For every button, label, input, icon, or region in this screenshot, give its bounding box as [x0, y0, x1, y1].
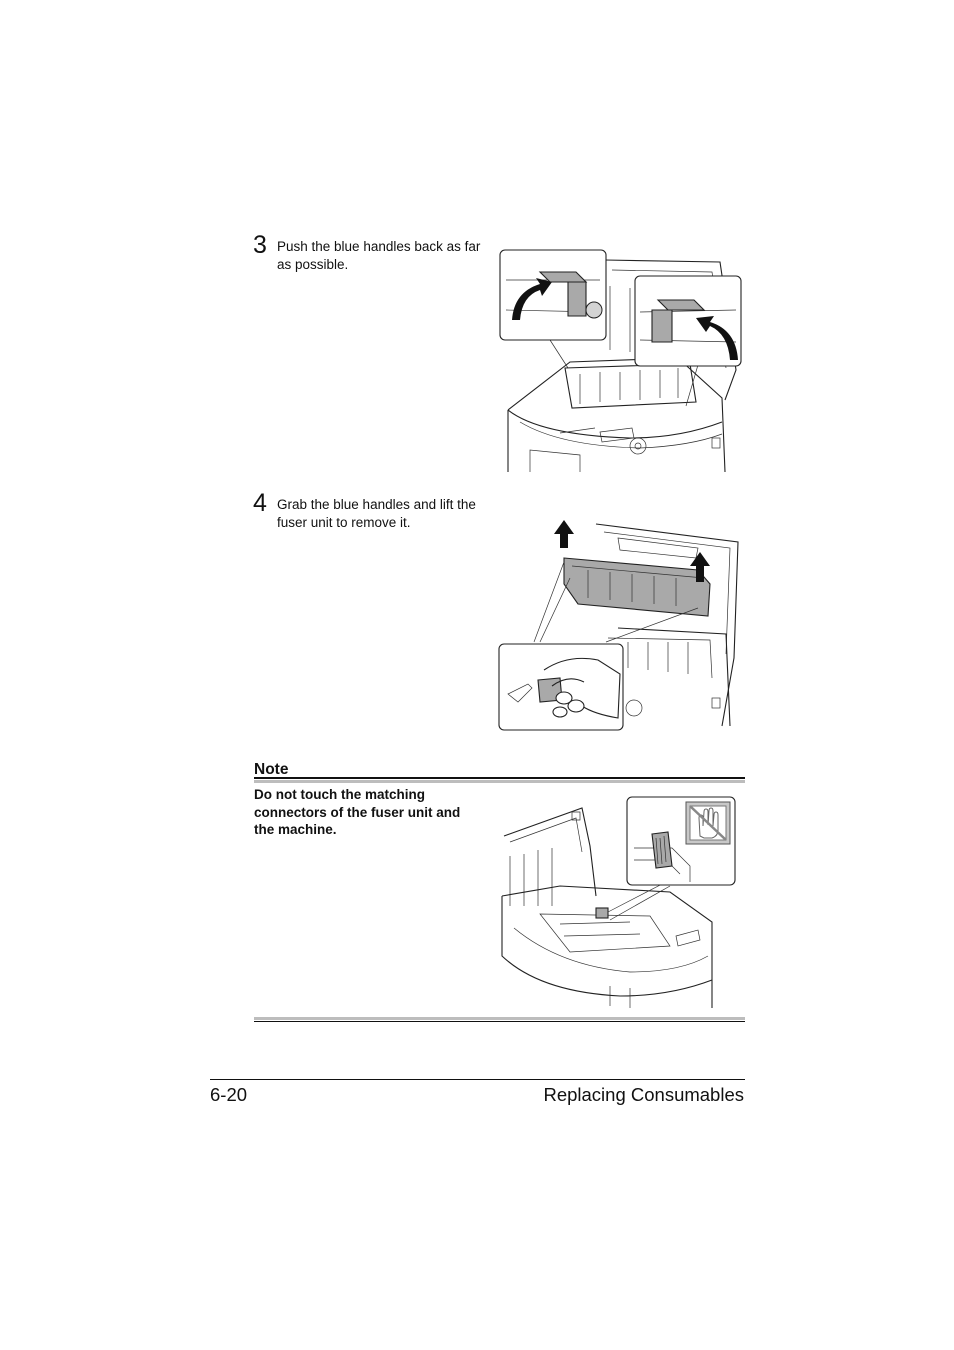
- note-illustration: [501, 796, 736, 1008]
- note-title: Note: [254, 761, 289, 778]
- footer-section-title: Replacing Consumables: [543, 1084, 744, 1105]
- note-text: Do not touch the matching connectors of …: [254, 787, 461, 837]
- step-3-text: Push the blue handles back as far as pos…: [277, 239, 481, 272]
- note-top-rule-shade: [254, 780, 745, 783]
- step-3-illustration: [499, 249, 742, 473]
- footer-rule: [210, 1079, 745, 1080]
- note-bottom-rule: [254, 1021, 745, 1022]
- step-4-illustration: [498, 520, 739, 731]
- step-4-number: 4: [253, 489, 267, 517]
- footer-page-number: 6-20: [210, 1084, 248, 1105]
- step-4-text: Grab the blue handles and lift the fuser…: [277, 497, 476, 530]
- step-3-number: 3: [253, 231, 267, 259]
- note-top-rule: [254, 777, 745, 779]
- note-bottom-rule-shade: [254, 1017, 745, 1020]
